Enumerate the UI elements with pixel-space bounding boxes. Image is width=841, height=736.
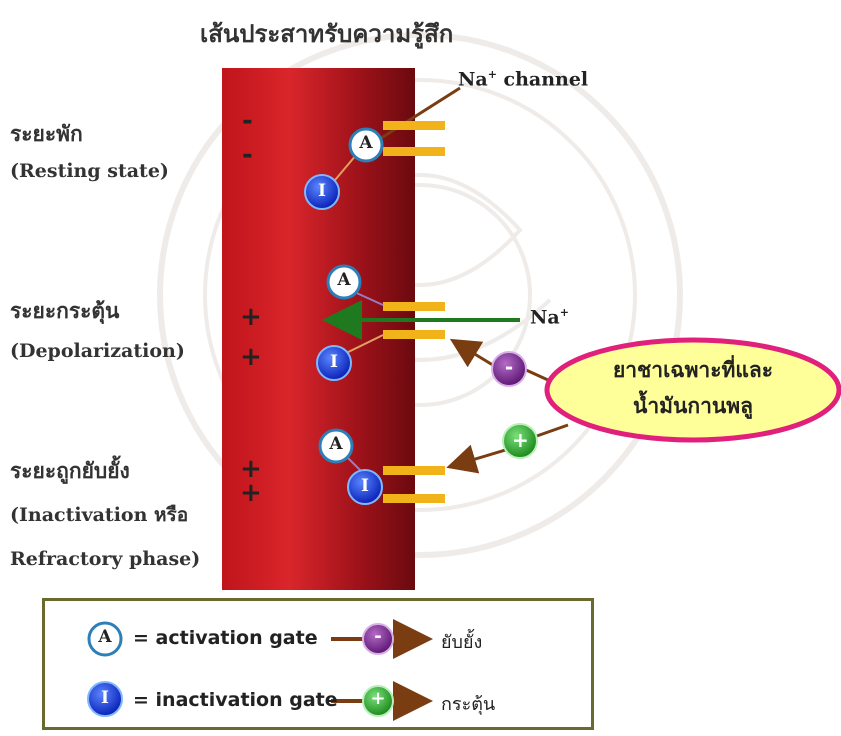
channel-bar: [383, 302, 445, 311]
drug-text-line1: ยาชาเฉพาะที่และ: [560, 352, 826, 388]
drug-link-line: [526, 370, 548, 380]
legend-stimulate-label: กระตุ้น: [441, 689, 495, 718]
inhibit-arrow: [455, 342, 496, 367]
legend-inhibit-label: ยับยั้ง: [441, 627, 482, 656]
channel-bar: [383, 121, 445, 130]
gate-letter-a: A: [336, 270, 352, 290]
stimulator-symbol: +: [512, 428, 528, 452]
pointer-line: [378, 88, 460, 140]
drug-text-line2: น้ำมันกานพลู: [560, 388, 826, 424]
gate-letter-i: I: [314, 181, 330, 201]
gate-letter-a: A: [358, 133, 374, 153]
channel-bar: [383, 147, 445, 156]
legend-box: A I - + = activation gate = inactivation…: [42, 598, 594, 730]
legend-inactivation-label: = inactivation gate: [133, 689, 338, 711]
channel-bar: [383, 494, 445, 503]
gate-letter-a: A: [97, 627, 113, 647]
channel-bar: [383, 330, 445, 339]
drug-link-line: [534, 425, 568, 437]
legend-activation-label: = activation gate: [133, 627, 318, 649]
gate-letter-i: I: [326, 352, 342, 372]
stimulator-symbol: +: [370, 688, 386, 709]
stimulate-arrow: [452, 448, 512, 466]
gate-letter-i: I: [357, 476, 373, 496]
gate-letter-a: A: [328, 434, 344, 454]
inhibitor-symbol: -: [370, 626, 386, 647]
inhibitor-symbol: -: [501, 355, 517, 379]
channel-bar: [383, 466, 445, 475]
drug-text: ยาชาเฉพาะที่และ น้ำมันกานพลู: [560, 352, 826, 424]
gate-letter-i: I: [97, 688, 113, 708]
